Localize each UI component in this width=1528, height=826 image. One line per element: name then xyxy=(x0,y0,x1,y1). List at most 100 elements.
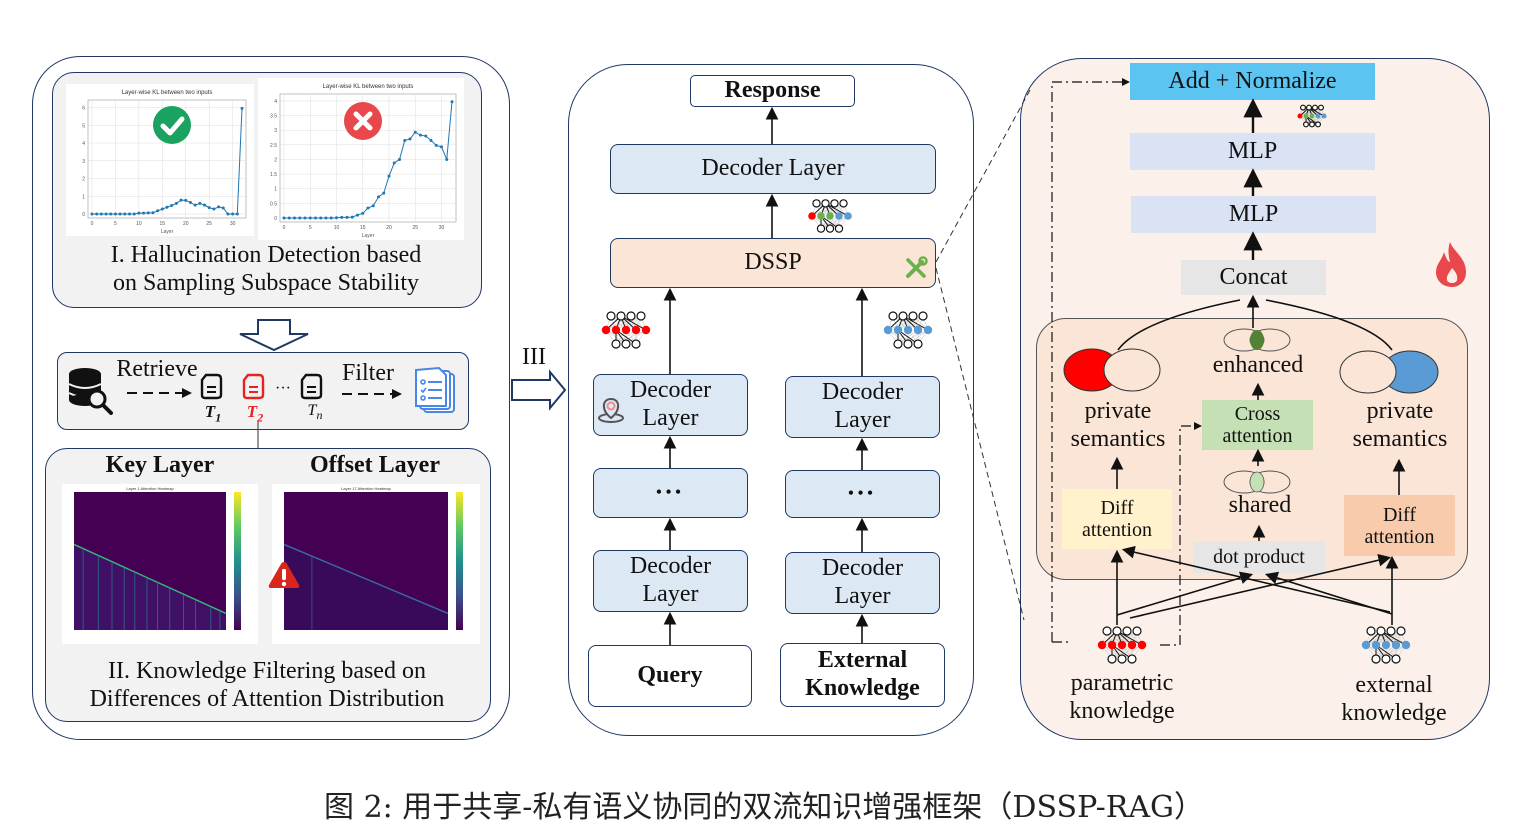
t2-main: T xyxy=(246,402,258,421)
x-label: Layer xyxy=(161,229,174,235)
response-box: Response xyxy=(690,75,855,107)
kl-point xyxy=(203,203,206,207)
kl-point xyxy=(142,211,146,215)
kl-point xyxy=(293,216,296,220)
cross-l2: attention xyxy=(1222,425,1293,447)
kl-point xyxy=(440,145,443,149)
diff-right-l2: attention xyxy=(1364,525,1435,548)
y-tick: 3 xyxy=(82,159,85,165)
external-knowledge-l2: Knowledge xyxy=(805,675,920,701)
kl-point xyxy=(382,191,386,195)
kl-point xyxy=(314,216,317,220)
kl-point xyxy=(419,133,422,137)
kl-point xyxy=(104,212,108,216)
ellipsis-layer-right: ••• xyxy=(785,470,940,518)
kl-point xyxy=(398,157,401,161)
kl-point xyxy=(146,211,150,215)
y-tick: 0 xyxy=(82,212,85,218)
kl-point xyxy=(217,205,221,209)
x-tick: 0 xyxy=(91,221,94,227)
kl-point xyxy=(212,207,216,211)
kl-point xyxy=(207,206,211,210)
y-tick: 2 xyxy=(274,157,277,163)
kl-point xyxy=(324,216,328,220)
diff-right-l1: Diff xyxy=(1383,503,1416,526)
kl-point xyxy=(240,106,244,110)
filtered-documents-icon xyxy=(413,366,459,416)
dssp-box: DSSP xyxy=(610,238,936,288)
kl-point xyxy=(308,216,312,220)
section1-title: I. Hallucination Detection based on Samp… xyxy=(52,242,480,297)
external-knowledge-label: external knowledge xyxy=(1324,672,1464,727)
parametric-l2: knowledge xyxy=(1069,697,1175,724)
kl-point xyxy=(408,137,412,141)
heatmap-offset-layer-svg: Layer 17 Attention Heatmap xyxy=(283,486,463,630)
x-label: Layer xyxy=(362,233,375,239)
kl-point xyxy=(226,212,230,216)
x-tick: 30 xyxy=(230,221,236,227)
kl-point xyxy=(340,215,344,219)
y-tick: 3 xyxy=(274,128,277,134)
label-t2: T2 xyxy=(242,402,268,425)
kl-point xyxy=(366,206,370,210)
heatmap-key-layer-svg: Layer 1 Attention Heatmap xyxy=(73,486,241,630)
kl-point xyxy=(99,212,103,216)
heatmap-title: Layer 1 Attention Heatmap xyxy=(126,486,174,491)
kl-point xyxy=(118,212,122,216)
y-tick: 6 xyxy=(82,106,85,112)
parametric-l1: parametric xyxy=(1070,670,1174,696)
offset-layer-label: Offset Layer xyxy=(310,452,440,478)
kl-point xyxy=(231,212,235,216)
x-tick: 15 xyxy=(160,221,166,227)
kl-point xyxy=(445,157,449,161)
heatmap-key-layer: Layer 1 Attention Heatmap xyxy=(62,484,258,644)
kl-point xyxy=(198,201,202,205)
key-layer-label: Key Layer xyxy=(105,452,215,478)
kl-point xyxy=(123,212,127,216)
dot-product-box: dot product xyxy=(1193,541,1325,573)
tn-main: T xyxy=(307,402,317,419)
y-tick: 3.5 xyxy=(270,114,277,120)
kl-point xyxy=(335,216,338,220)
heatmap-colorbar xyxy=(234,492,241,630)
database-search-icon xyxy=(66,366,116,416)
kl-point xyxy=(450,100,454,104)
figure-caption: 图 2: 用于共享-私有语义协同的双流知识增强框架（DSSP-RAG） xyxy=(324,790,1204,825)
x-tick: 20 xyxy=(386,225,392,231)
kl-point xyxy=(371,204,375,208)
x-circle-icon xyxy=(344,102,382,140)
y-tick: 2 xyxy=(82,177,85,183)
y-tick: 4 xyxy=(274,99,277,105)
x-tick: 10 xyxy=(136,221,142,227)
heatmap-offset-layer: Layer 17 Attention Heatmap xyxy=(272,484,480,644)
heatmap-title: Layer 17 Attention Heatmap xyxy=(341,486,391,491)
filter-label: Filter xyxy=(342,360,394,386)
private-right-l2: semantics xyxy=(1352,425,1448,452)
kl-point xyxy=(151,211,155,215)
document-icon-t2 xyxy=(241,372,267,400)
private-semantics-left: private semantics xyxy=(1058,398,1178,453)
x-tick: 0 xyxy=(283,225,286,231)
kl-point xyxy=(387,174,391,178)
kl-point xyxy=(403,138,407,142)
kl-point xyxy=(350,215,354,219)
document-icon-tn xyxy=(299,372,325,400)
decoder-layer-top: Decoder Layer xyxy=(610,144,936,194)
diff-left-l1: Diff xyxy=(1100,497,1134,519)
kl-point xyxy=(184,198,188,202)
kl-point xyxy=(392,161,396,165)
kl-point xyxy=(361,211,365,215)
decoder-right-bottom-l1: Decoder xyxy=(821,555,904,582)
y-tick: 1 xyxy=(274,187,277,193)
external-l1: external xyxy=(1355,672,1433,698)
y-tick: 4 xyxy=(82,141,85,147)
section1-title-line1: I. Hallucination Detection based xyxy=(110,242,422,268)
kl-point xyxy=(345,215,349,219)
decoder-left-top-l1: Decoder xyxy=(629,377,712,404)
chart-title: Layer-wise KL between two inputs xyxy=(122,90,213,96)
decoder-left-top-l2: Layer xyxy=(642,405,699,431)
kl-point xyxy=(193,203,197,207)
